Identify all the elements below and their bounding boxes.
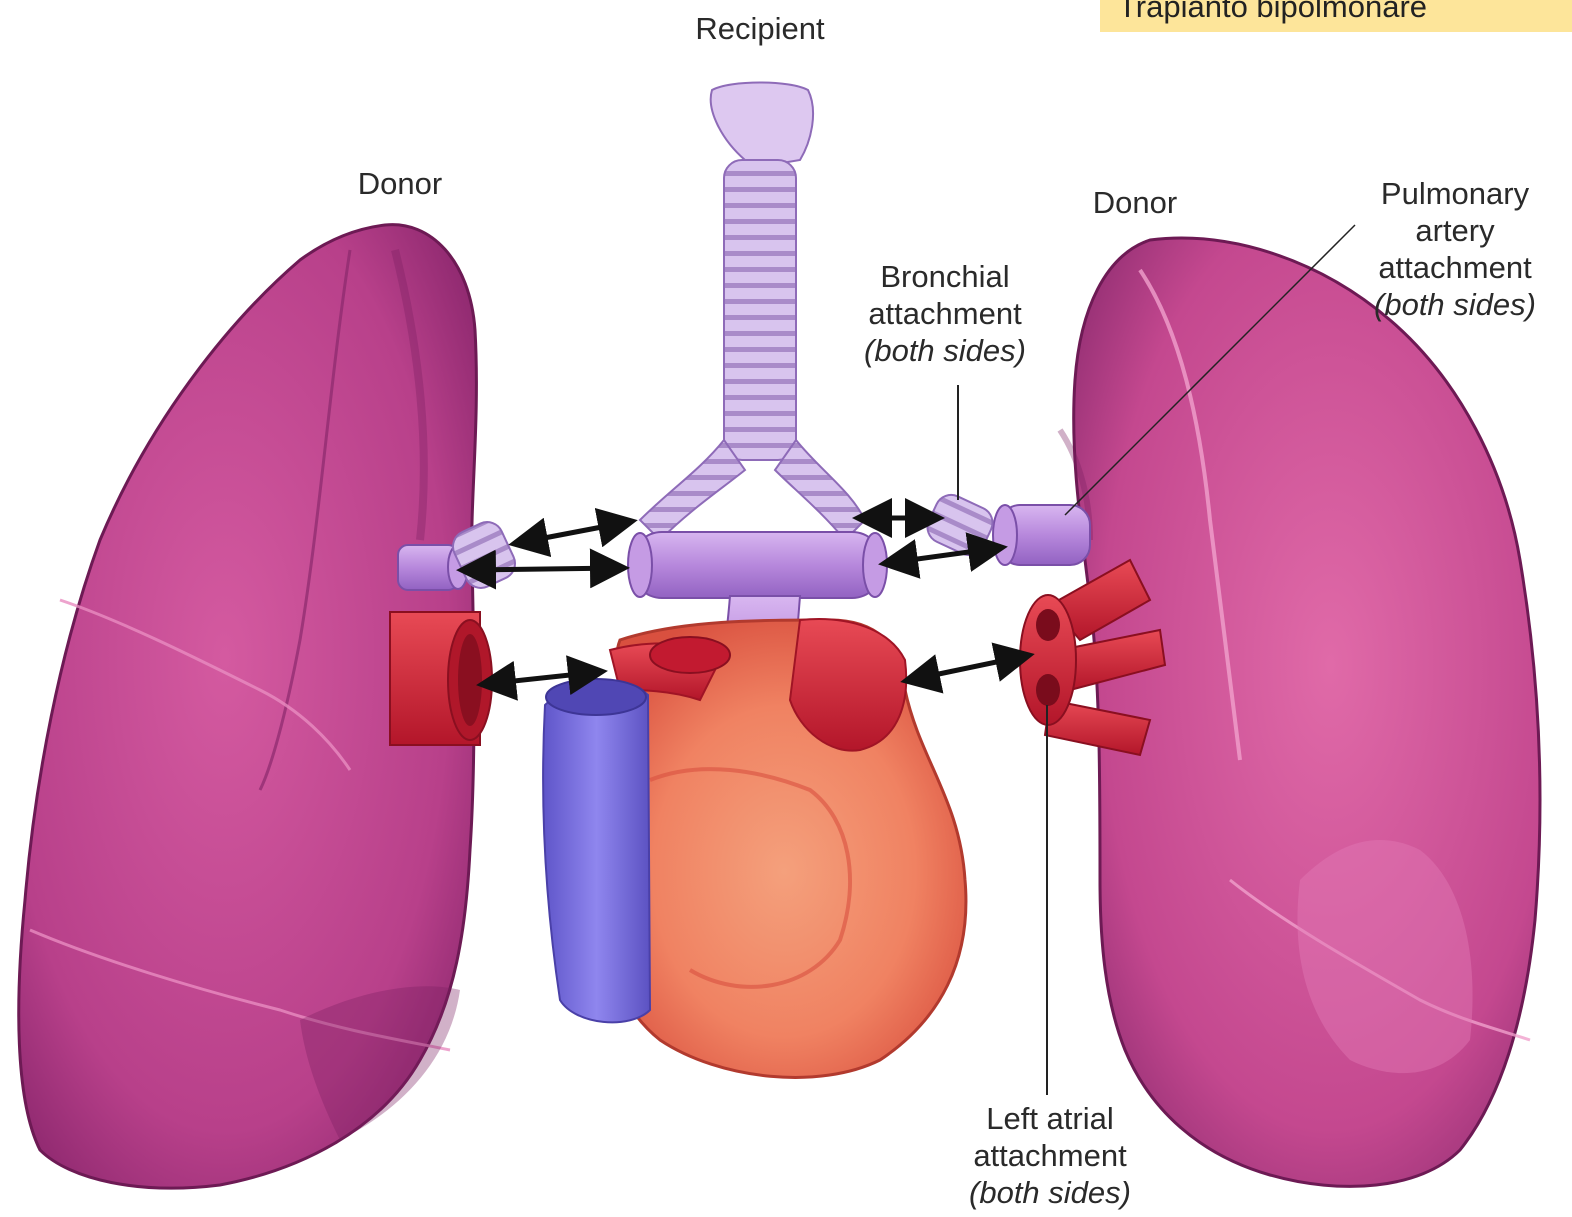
arrow-left-bronchus — [518, 522, 628, 543]
label-pulmonary-line1: Pulmonary — [1345, 175, 1565, 212]
label-donor-right: Donor — [1035, 184, 1235, 221]
label-left-atrial-attachment: Left atrial attachment (both sides) — [935, 1100, 1165, 1211]
vena-cava — [543, 679, 650, 1022]
label-pulmonary-line4: (both sides) — [1345, 286, 1565, 323]
label-recipient: Recipient — [660, 10, 860, 47]
arrow-left-pa — [466, 568, 620, 570]
label-left-atrial-line3: (both sides) — [935, 1174, 1165, 1211]
label-donor-left: Donor — [300, 165, 500, 202]
label-left-atrial-line2: attachment — [935, 1137, 1165, 1174]
left-hilum — [390, 517, 520, 745]
label-left-atrial-line1: Left atrial — [935, 1100, 1165, 1137]
label-pulmonary-artery-attachment: Pulmonary artery attachment (both sides) — [1345, 175, 1565, 323]
title-banner: Trapianto bipolmonare — [1100, 0, 1572, 32]
arrow-right-pa — [888, 548, 998, 563]
label-bronchial-attachment: Bronchial attachment (both sides) — [830, 258, 1060, 369]
right-donor-lung — [1060, 238, 1540, 1186]
heart — [602, 619, 966, 1077]
label-bronchial-line3: (both sides) — [830, 332, 1060, 369]
label-bronchial-line1: Bronchial — [830, 258, 1060, 295]
arrow-right-atrium — [910, 656, 1025, 680]
label-bronchial-line2: attachment — [830, 295, 1060, 332]
label-pulmonary-line3: attachment — [1345, 249, 1565, 286]
label-pulmonary-line2: artery — [1345, 212, 1565, 249]
